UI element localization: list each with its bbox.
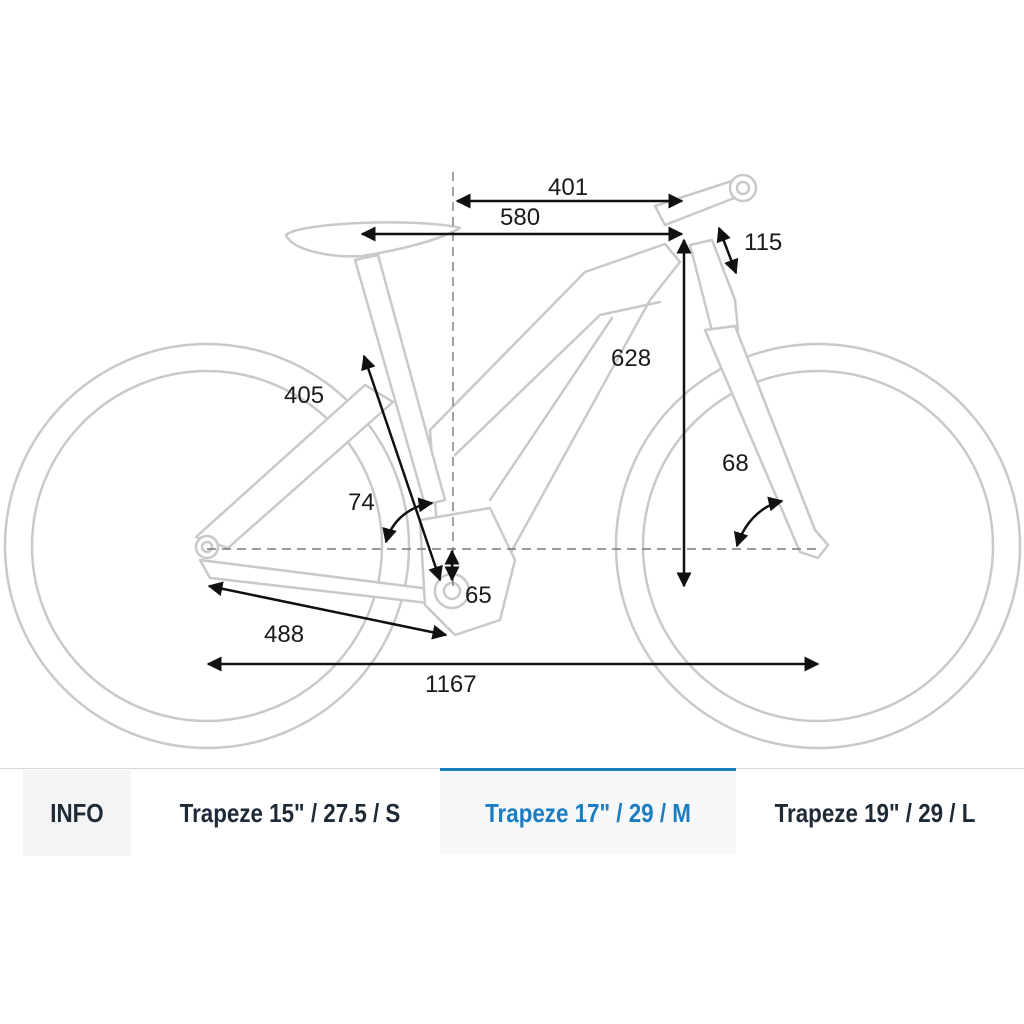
- active-tab-background: [440, 771, 736, 854]
- seat-angle-arc: [382, 497, 434, 544]
- seat-angle-label: 74: [348, 489, 375, 516]
- reach-label: 401: [548, 174, 588, 201]
- top-tube-label: 580: [500, 204, 540, 231]
- chainstay-label: 488: [264, 621, 304, 648]
- chainstay-dimension: [207, 581, 448, 640]
- head-tube-dimension: [716, 226, 739, 275]
- wheelbase-label: 1167: [425, 671, 477, 698]
- tab-size-l[interactable]: Trapeze 19" / 29 / L: [774, 797, 976, 828]
- front-wheel: [614, 342, 1022, 750]
- head-angle-arc: [733, 496, 784, 548]
- bike-geometry-diagram: 401 580 115 628 405 68 74 65 488 1167: [3, 172, 1022, 750]
- head-tube-label: 115: [744, 229, 782, 256]
- stack-label: 628: [611, 345, 651, 372]
- head-angle-label: 68: [722, 450, 749, 477]
- seat-tube-label: 405: [284, 382, 324, 409]
- tab-size-m[interactable]: Trapeze 17" / 29 / M: [485, 797, 691, 828]
- bb-drop-label: 65: [465, 582, 492, 609]
- tab-info[interactable]: INFO: [22, 770, 132, 856]
- tab-size-s[interactable]: Trapeze 15" / 27.5 / S: [179, 797, 401, 828]
- active-tab-indicator: [440, 768, 736, 771]
